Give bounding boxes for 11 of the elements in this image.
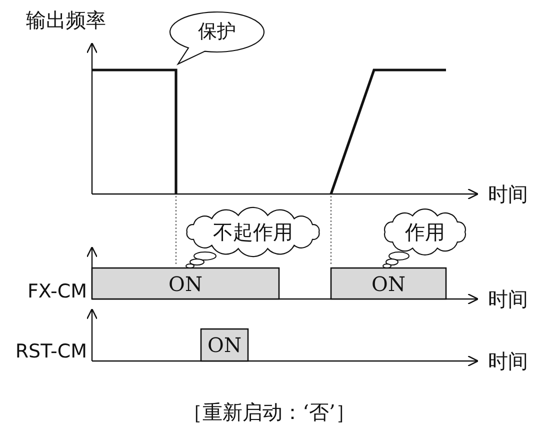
caption: ［重新启动：‘否’］ [182, 402, 356, 422]
axis-label: 时间 [488, 184, 528, 204]
on-bar: ON [201, 329, 248, 361]
on-bar: ON [331, 268, 446, 299]
on-bar: ON [92, 268, 279, 299]
signal-name: FX-CM [27, 282, 87, 302]
signal-name: RST-CM [15, 342, 87, 362]
axis-label: 时间 [488, 289, 528, 309]
speech-bubble: 保护 [168, 11, 266, 67]
axis-label: 时间 [488, 351, 528, 371]
axis-label: 输出频率 [26, 10, 106, 30]
